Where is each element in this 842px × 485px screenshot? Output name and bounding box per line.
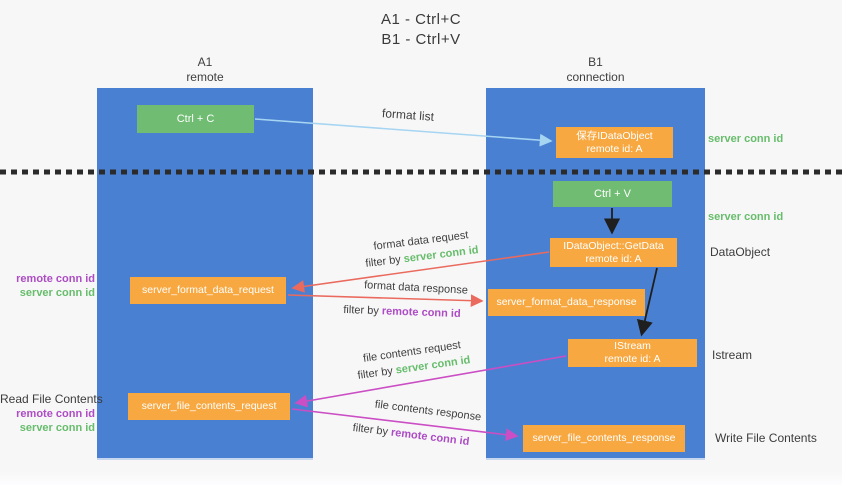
filter-by-text: filter by [352,421,392,439]
remote-conn-id-text: remote conn id [16,408,95,420]
node-istream-line1: IStream [614,340,651,352]
node-idataobject-getdata: IDataObject::GetData remote id: A [550,238,677,267]
node-save-idataobject-line1: 保存IDataObject [576,129,653,142]
read-file-contents-text: Read File Contents [0,392,103,406]
side-label-remote-conn-id-1: remote conn id [0,273,95,285]
side-label-write-file-contents: Write File Contents [715,431,817,445]
node-getdata-line1: IDataObject::GetData [563,239,664,252]
side-label-server-conn-id-1: server conn id [0,287,95,299]
side-label-server-conn-id-mid: server conn id [708,211,783,223]
title-line-2: B1 - Ctrl+V [381,31,461,48]
server-conn-id-text: server conn id [708,211,784,223]
edge-label-filter-by-remote-conn-id-2: filter by remote conn id [352,422,470,448]
node-istream: IStream remote id: A [568,339,697,367]
edge-label-file-contents-response: file contents response [374,399,482,424]
node-ctrl-v: Ctrl + V [553,181,672,207]
filter-by-text: filter by [364,253,405,270]
edge-label-format-data-response-text: format data response [363,279,469,297]
side-label-dataobject: DataObject [710,245,770,259]
diagram-title: A1 - Ctrl+C B1 - Ctrl+V [0,10,842,50]
bottom-gradient [0,471,842,485]
server-conn-id-text: server conn id [708,133,784,145]
side-label-server-conn-id-top: server conn id [708,133,783,145]
edge-label-format-data-response: format data response [364,279,468,296]
column-header-b1: B1 connection [486,55,705,85]
node-format-data-response-label: server_format_data_response [496,296,637,308]
edge-label-format-list-text: format list [381,106,435,124]
column-b1-name: B1 [588,55,603,69]
side-label-server-conn-id-2: server conn id [0,422,95,434]
node-file-contents-request-label: server_file_contents_request [141,400,277,412]
remote-conn-id-text: remote conn id [16,273,95,285]
edge-label-filter-by-remote-conn-id-1: filter by remote conn id [343,304,461,320]
filter-by-text: filter by [343,303,383,318]
edge-label-format-list: format list [382,106,435,124]
node-server-file-contents-response: server_file_contents_response [523,425,685,452]
filter-by-text: filter by [356,364,397,382]
node-save-idataobject: 保存IDataObject remote id: A [556,127,673,158]
column-b1-subtitle: connection [566,70,625,84]
node-ctrl-c-label: Ctrl + C [176,112,215,125]
edge-label-file-contents-response-text: file contents response [374,398,482,424]
node-server-format-data-request: server_format_data_request [130,277,286,304]
column-header-a1: A1 remote [97,55,313,85]
server-conn-id-text: server conn id [19,422,95,434]
column-a1-subtitle: remote [186,70,224,84]
node-istream-line2: remote id: A [604,353,661,365]
node-format-data-request-label: server_format_data_request [142,284,274,296]
istream-text: Istream [712,348,753,362]
side-label-read-file-contents: Read File Contents [0,392,103,406]
node-save-idataobject-line2: remote id: A [586,142,643,155]
node-ctrl-c: Ctrl + C [137,105,254,133]
node-ctrl-v-label: Ctrl + V [594,187,631,200]
node-file-contents-response-label: server_file_contents_response [532,432,676,444]
dataobject-text: DataObject [710,245,771,259]
remote-conn-id-text: remote conn id [390,426,470,449]
side-label-istream: Istream [712,348,752,362]
node-server-format-data-response: server_format_data_response [488,289,645,316]
server-conn-id-text: server conn id [19,287,95,299]
title-line-1: A1 - Ctrl+C [380,11,462,28]
remote-conn-id-text: remote conn id [381,305,461,321]
node-server-file-contents-request: server_file_contents_request [128,393,290,420]
node-getdata-line2: remote id: A [585,252,642,265]
write-file-contents-text: Write File Contents [715,431,817,445]
side-label-remote-conn-id-2: remote conn id [0,408,95,420]
column-a1-name: A1 [197,55,213,69]
